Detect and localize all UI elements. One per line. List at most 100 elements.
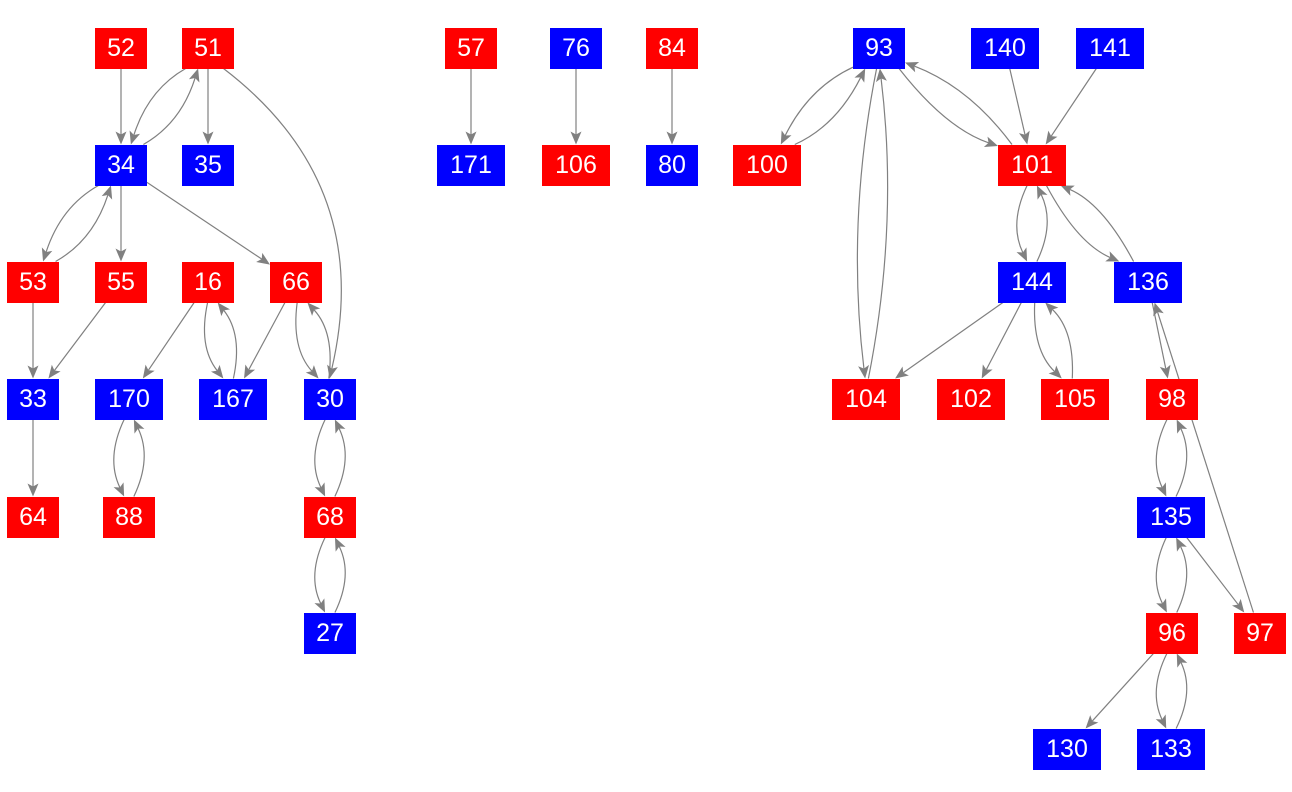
node-171[interactable]: 171 (437, 144, 505, 186)
edge-100-93 (794, 77, 862, 146)
arrowhead-27-68 (334, 537, 346, 552)
node-34[interactable]: 34 (95, 144, 147, 186)
edge-97-136 (1157, 311, 1255, 613)
node-66[interactable]: 66 (270, 261, 322, 303)
arrowhead-100-93 (854, 68, 866, 83)
arrowhead-101-93 (905, 62, 920, 73)
node-104[interactable]: 104 (832, 378, 900, 420)
node-105[interactable]: 105 (1041, 378, 1109, 420)
arrowhead-34-53 (41, 247, 53, 262)
node-170[interactable]: 170 (95, 378, 163, 420)
arrowhead-144-101 (1036, 185, 1048, 200)
arrowhead-104-93 (875, 68, 887, 83)
edge-144-102 (985, 302, 1022, 370)
node-64[interactable]: 64 (7, 496, 59, 538)
node-133[interactable]: 133 (1137, 728, 1205, 770)
arrowhead-93-101 (983, 136, 998, 148)
edge-68-30 (334, 428, 346, 497)
arrowhead-93-104 (858, 364, 870, 379)
arrowhead-68-27 (314, 598, 326, 613)
node-33[interactable]: 33 (7, 378, 59, 420)
edge-140-101 (1009, 68, 1026, 135)
node-30[interactable]: 30 (304, 378, 356, 420)
arrowhead-96-135 (1176, 537, 1187, 552)
node-80[interactable]: 80 (646, 144, 698, 186)
node-35[interactable]: 35 (182, 144, 234, 186)
arrowhead-167-16 (217, 302, 231, 317)
edge-104-93 (867, 78, 889, 379)
arrowhead-30-68 (314, 482, 326, 497)
node-135[interactable]: 135 (1137, 496, 1205, 538)
node-144[interactable]: 144 (998, 261, 1066, 303)
node-106[interactable]: 106 (542, 144, 610, 186)
arrowhead-88-170 (133, 419, 145, 434)
edge-144-104 (902, 302, 1004, 374)
node-27[interactable]: 27 (304, 612, 356, 654)
node-68[interactable]: 68 (304, 496, 356, 538)
node-102[interactable]: 102 (937, 378, 1005, 420)
edge-34-53 (45, 184, 99, 253)
edge-30-68 (314, 419, 326, 488)
edge-68-27 (314, 537, 326, 604)
arrowhead-136-98 (1159, 364, 1171, 379)
arrowhead-33-64 (27, 483, 39, 497)
arrowhead-53-33 (27, 365, 39, 379)
node-130[interactable]: 130 (1033, 728, 1101, 770)
edge-135-98 (1175, 428, 1188, 497)
edge-105-144 (1052, 309, 1074, 379)
arrowhead-66-167 (244, 364, 256, 379)
node-100[interactable]: 100 (733, 144, 801, 186)
arrowhead-135-96 (1156, 598, 1167, 613)
arrowhead-55-33 (48, 364, 61, 379)
node-96[interactable]: 96 (1146, 612, 1198, 654)
arrowhead-16-167 (210, 364, 224, 379)
edge-27-68 (334, 546, 346, 613)
edge-66-167 (248, 302, 286, 370)
edge-88-170 (133, 428, 145, 497)
edge-93-104 (856, 68, 878, 369)
node-51[interactable]: 51 (182, 27, 234, 69)
arrowhead-34-55 (115, 248, 127, 262)
node-55[interactable]: 55 (95, 261, 147, 303)
arrowhead-53-34 (101, 185, 113, 200)
edge-93-100 (784, 66, 854, 136)
node-101[interactable]: 101 (998, 144, 1066, 186)
edge-141-101 (1050, 68, 1097, 137)
edge-101-144 (1016, 185, 1028, 253)
node-76[interactable]: 76 (550, 27, 602, 69)
arrowhead-96-130 (1085, 715, 1099, 729)
edge-136-98 (1151, 302, 1167, 369)
edge-16-170 (147, 302, 195, 371)
node-84[interactable]: 84 (646, 27, 698, 69)
node-167[interactable]: 167 (199, 378, 267, 420)
edge-144-105 (1033, 302, 1055, 372)
arrowhead-96-133 (1155, 714, 1167, 729)
edge-34-51 (143, 77, 196, 146)
node-140[interactable]: 140 (971, 27, 1039, 69)
node-16[interactable]: 16 (182, 261, 234, 303)
node-93[interactable]: 93 (853, 27, 905, 69)
edge-135-97 (1186, 537, 1239, 605)
node-53[interactable]: 53 (7, 261, 59, 303)
arrowhead-30-66 (307, 302, 321, 316)
node-88[interactable]: 88 (103, 496, 155, 538)
node-141[interactable]: 141 (1076, 27, 1144, 69)
arrowhead-57-171 (465, 131, 477, 145)
arrowhead-133-96 (1176, 653, 1188, 668)
arrowhead-51-34 (129, 130, 141, 145)
edge-51-30 (223, 68, 342, 369)
edge-167-16 (223, 310, 238, 379)
node-52[interactable]: 52 (95, 27, 147, 69)
arrowhead-141-101 (1045, 130, 1058, 145)
node-97[interactable]: 97 (1234, 612, 1286, 654)
node-98[interactable]: 98 (1146, 378, 1198, 420)
edge-133-96 (1175, 662, 1188, 729)
edge-30-66 (313, 309, 331, 379)
node-57[interactable]: 57 (445, 27, 497, 69)
edge-55-33 (53, 302, 107, 371)
edge-53-34 (55, 194, 109, 263)
node-136[interactable]: 136 (1114, 261, 1182, 303)
arrowhead-66-30 (305, 365, 319, 379)
edge-101-136 (1045, 185, 1111, 259)
edge-144-101 (1036, 194, 1048, 262)
